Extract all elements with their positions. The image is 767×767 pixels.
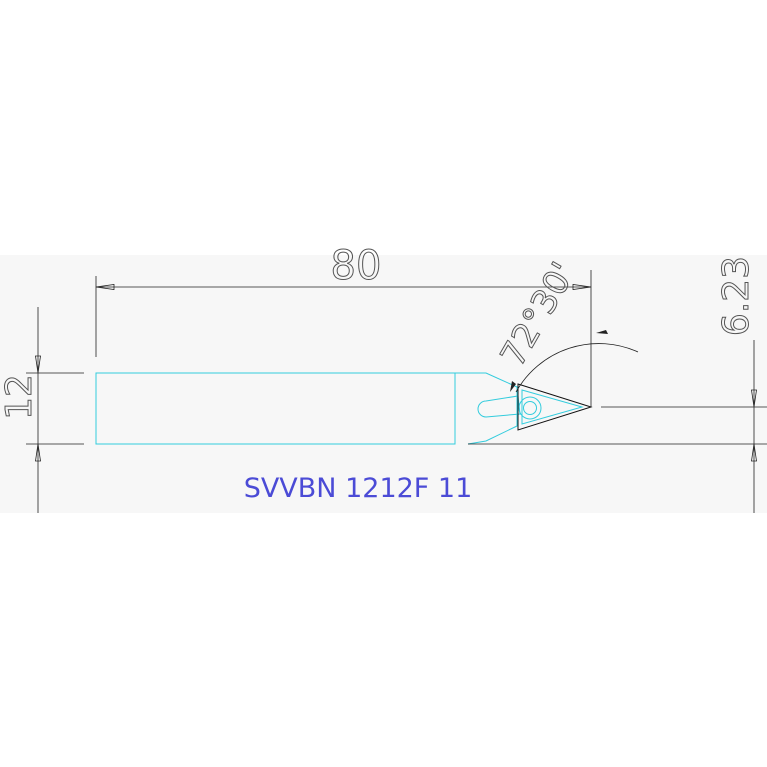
- drawing-band: [0, 255, 767, 513]
- length-arrow-left: [95, 284, 115, 290]
- clamp-screw-outer: [518, 396, 542, 420]
- offset-dimension-text: 6.23: [716, 256, 757, 336]
- angle-arrow-right: [596, 330, 608, 334]
- part-number-label: SVVBN 1212F 11: [244, 473, 473, 504]
- insert-inner-outline: [521, 389, 584, 425]
- length-arrow-right: [572, 284, 592, 290]
- cutting-insert: [517, 383, 593, 431]
- length-dimension-text: 80: [331, 243, 382, 289]
- clamp-lobe: [477, 395, 521, 418]
- offset-arrow-bottom: [751, 443, 757, 462]
- holder-head-outline: [455, 372, 518, 445]
- angle-arrow-left: [510, 381, 516, 392]
- height-arrow-top: [35, 355, 41, 374]
- offset-arrow-top: [751, 389, 757, 408]
- clamp-screw-inner: [523, 401, 537, 415]
- angle-arc: [515, 343, 639, 393]
- height-arrow-bottom: [35, 443, 41, 462]
- height-dimension-text: 12: [0, 374, 40, 420]
